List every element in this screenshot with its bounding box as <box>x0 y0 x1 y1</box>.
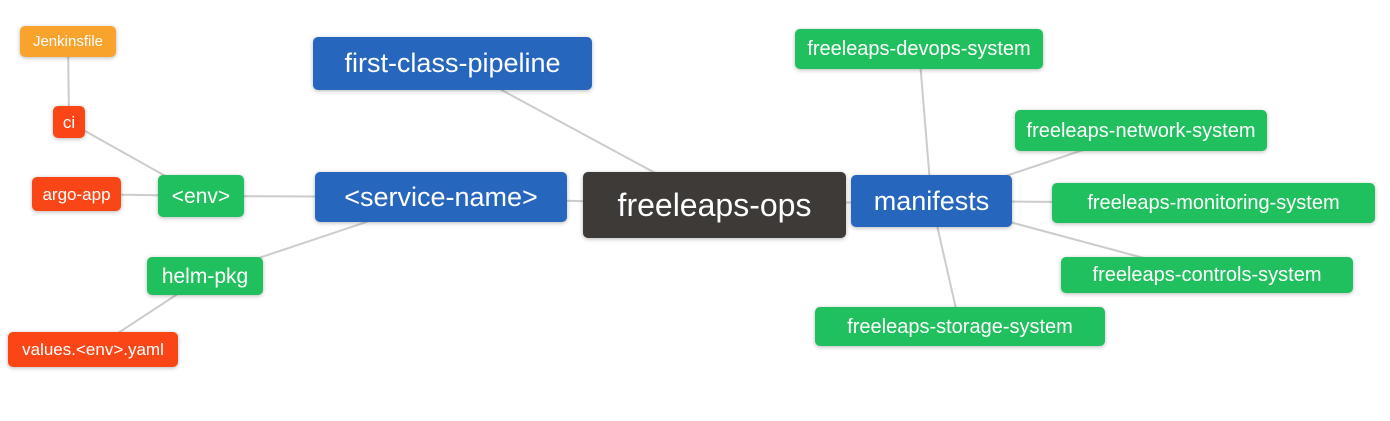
node-controls-system[interactable]: freeleaps-controls-system <box>1061 257 1353 293</box>
node-argo-app[interactable]: argo-app <box>32 177 121 211</box>
node-ci[interactable]: ci <box>53 106 85 138</box>
node-storage-system[interactable]: freeleaps-storage-system <box>815 307 1105 346</box>
node-label-pipeline: first-class-pipeline <box>344 48 561 78</box>
node-helm-pkg[interactable]: helm-pkg <box>147 257 263 295</box>
node-pipeline[interactable]: first-class-pipeline <box>313 37 592 90</box>
node-label-devops-system: freeleaps-devops-system <box>807 38 1031 60</box>
node-label-env: <env> <box>171 184 231 208</box>
node-label-ops: freeleaps-ops <box>617 187 812 223</box>
node-values-env-yaml[interactable]: values.<env>.yaml <box>8 332 178 367</box>
node-label-manifests: manifests <box>873 185 990 216</box>
node-label-storage-system: freeleaps-storage-system <box>847 315 1073 338</box>
node-devops-system[interactable]: freeleaps-devops-system <box>795 29 1043 69</box>
node-jenkinsfile[interactable]: Jenkinsfile <box>20 26 116 57</box>
node-manifests[interactable]: manifests <box>851 175 1012 227</box>
node-label-helm-pkg: helm-pkg <box>161 264 249 288</box>
node-label-controls-system: freeleaps-controls-system <box>1092 264 1322 286</box>
node-label-values-env-yaml: values.<env>.yaml <box>22 340 164 359</box>
node-ops[interactable]: freeleaps-ops <box>583 172 846 238</box>
node-monitoring-system[interactable]: freeleaps-monitoring-system <box>1052 183 1375 223</box>
node-label-jenkinsfile: Jenkinsfile <box>32 33 104 50</box>
node-label-argo-app: argo-app <box>42 184 111 204</box>
node-env[interactable]: <env> <box>158 175 244 217</box>
node-network-system[interactable]: freeleaps-network-system <box>1015 110 1267 151</box>
node-label-monitoring-system: freeleaps-monitoring-system <box>1087 192 1340 214</box>
node-label-service: <service-name> <box>344 181 538 212</box>
node-label-network-system: freeleaps-network-system <box>1026 119 1256 142</box>
node-label-ci: ci <box>62 112 76 132</box>
node-service[interactable]: <service-name> <box>315 172 567 222</box>
